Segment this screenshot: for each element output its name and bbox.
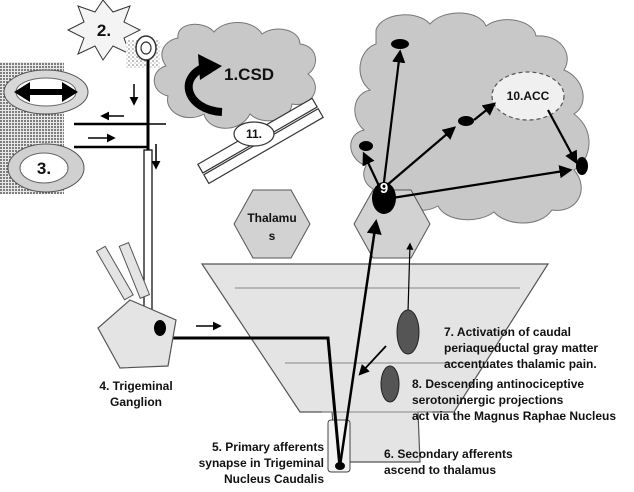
annotation-4: 4. Trigeminal Ganglion (99, 379, 172, 409)
annotation-7-line1: 7. Activation of caudal (444, 325, 571, 339)
annotation-7-line3: accentuates thalamic pain. (444, 357, 597, 371)
cortex-target-dot (576, 157, 588, 175)
annotation-5: 5. Primary afferents synapse in Trigemin… (199, 440, 325, 486)
thalamocortical-projections (362, 49, 578, 200)
thalamus-label-line1: Thalamu (247, 211, 296, 225)
annotation-8-line1: 8. Descending antinociceptive (412, 377, 584, 391)
trigeminal-fiber (74, 60, 342, 469)
annotation-5-line2: synapse in Trigeminal (199, 456, 324, 470)
trigeminal-ganglion (95, 241, 177, 369)
periaqueductal-gray-nucleus (396, 309, 420, 355)
trigeminal-nucleus-caudalis-dot (335, 462, 345, 470)
double-headed-arrow-icon (14, 82, 78, 102)
annotation-8-line3: act via the Magnus Raphae Nucleus (412, 409, 616, 423)
annotation-8: 8. Descending antinociceptive serotonine… (412, 377, 616, 423)
label-10-acc: 10.ACC (507, 89, 550, 103)
annotation-6-line1: 6. Secondary afferents (384, 447, 513, 461)
annotation-6-line2: ascend to thalamus (384, 463, 496, 477)
label-1-csd: 1.CSD (224, 65, 274, 84)
label-9: 9 (380, 180, 388, 197)
annotation-7: 7. Activation of caudal periaqueductal g… (444, 325, 598, 371)
annotation-5-line3: Nucleus Caudalis (224, 472, 324, 486)
annotation-4-line1: 4. Trigeminal (99, 379, 172, 393)
thalamus-left: Thalamu s (233, 189, 311, 259)
vessel-ring (135, 35, 157, 61)
annotation-8-line2: serotoninergic projections (412, 393, 564, 407)
annotation-5-line1: 5. Primary afferents (212, 440, 324, 454)
pag-thalamus-link (406, 242, 414, 313)
label-11: 11. (246, 127, 262, 141)
crossed-bars-11: 11. (197, 97, 324, 185)
annotation-7-line2: periaqueductal gray matter (444, 341, 598, 355)
cortex-target-dot (391, 39, 409, 49)
starburst-2: 2. (66, 0, 142, 61)
descending-projection (358, 345, 387, 376)
annotation-6: 6. Secondary afferents ascend to thalamu… (384, 447, 513, 477)
ascending-secondary-afferent (338, 219, 382, 467)
fiber-arrows (88, 84, 222, 331)
label-3: 3. (37, 159, 51, 178)
meningeal-region: 3. (0, 62, 89, 194)
annotation-4-line2: Ganglion (110, 395, 162, 409)
cortex-target-dot (458, 116, 474, 126)
cortex-target-dot (359, 141, 373, 151)
magnus-raphae-nucleus (380, 365, 400, 403)
csd-curved-arrow-icon (184, 54, 223, 116)
thalamic-nucleus-9 (372, 182, 396, 214)
label-2: 2. (97, 21, 111, 40)
acc-region: 10.ACC (491, 71, 565, 121)
thalamus-label-line2: s (269, 229, 276, 243)
